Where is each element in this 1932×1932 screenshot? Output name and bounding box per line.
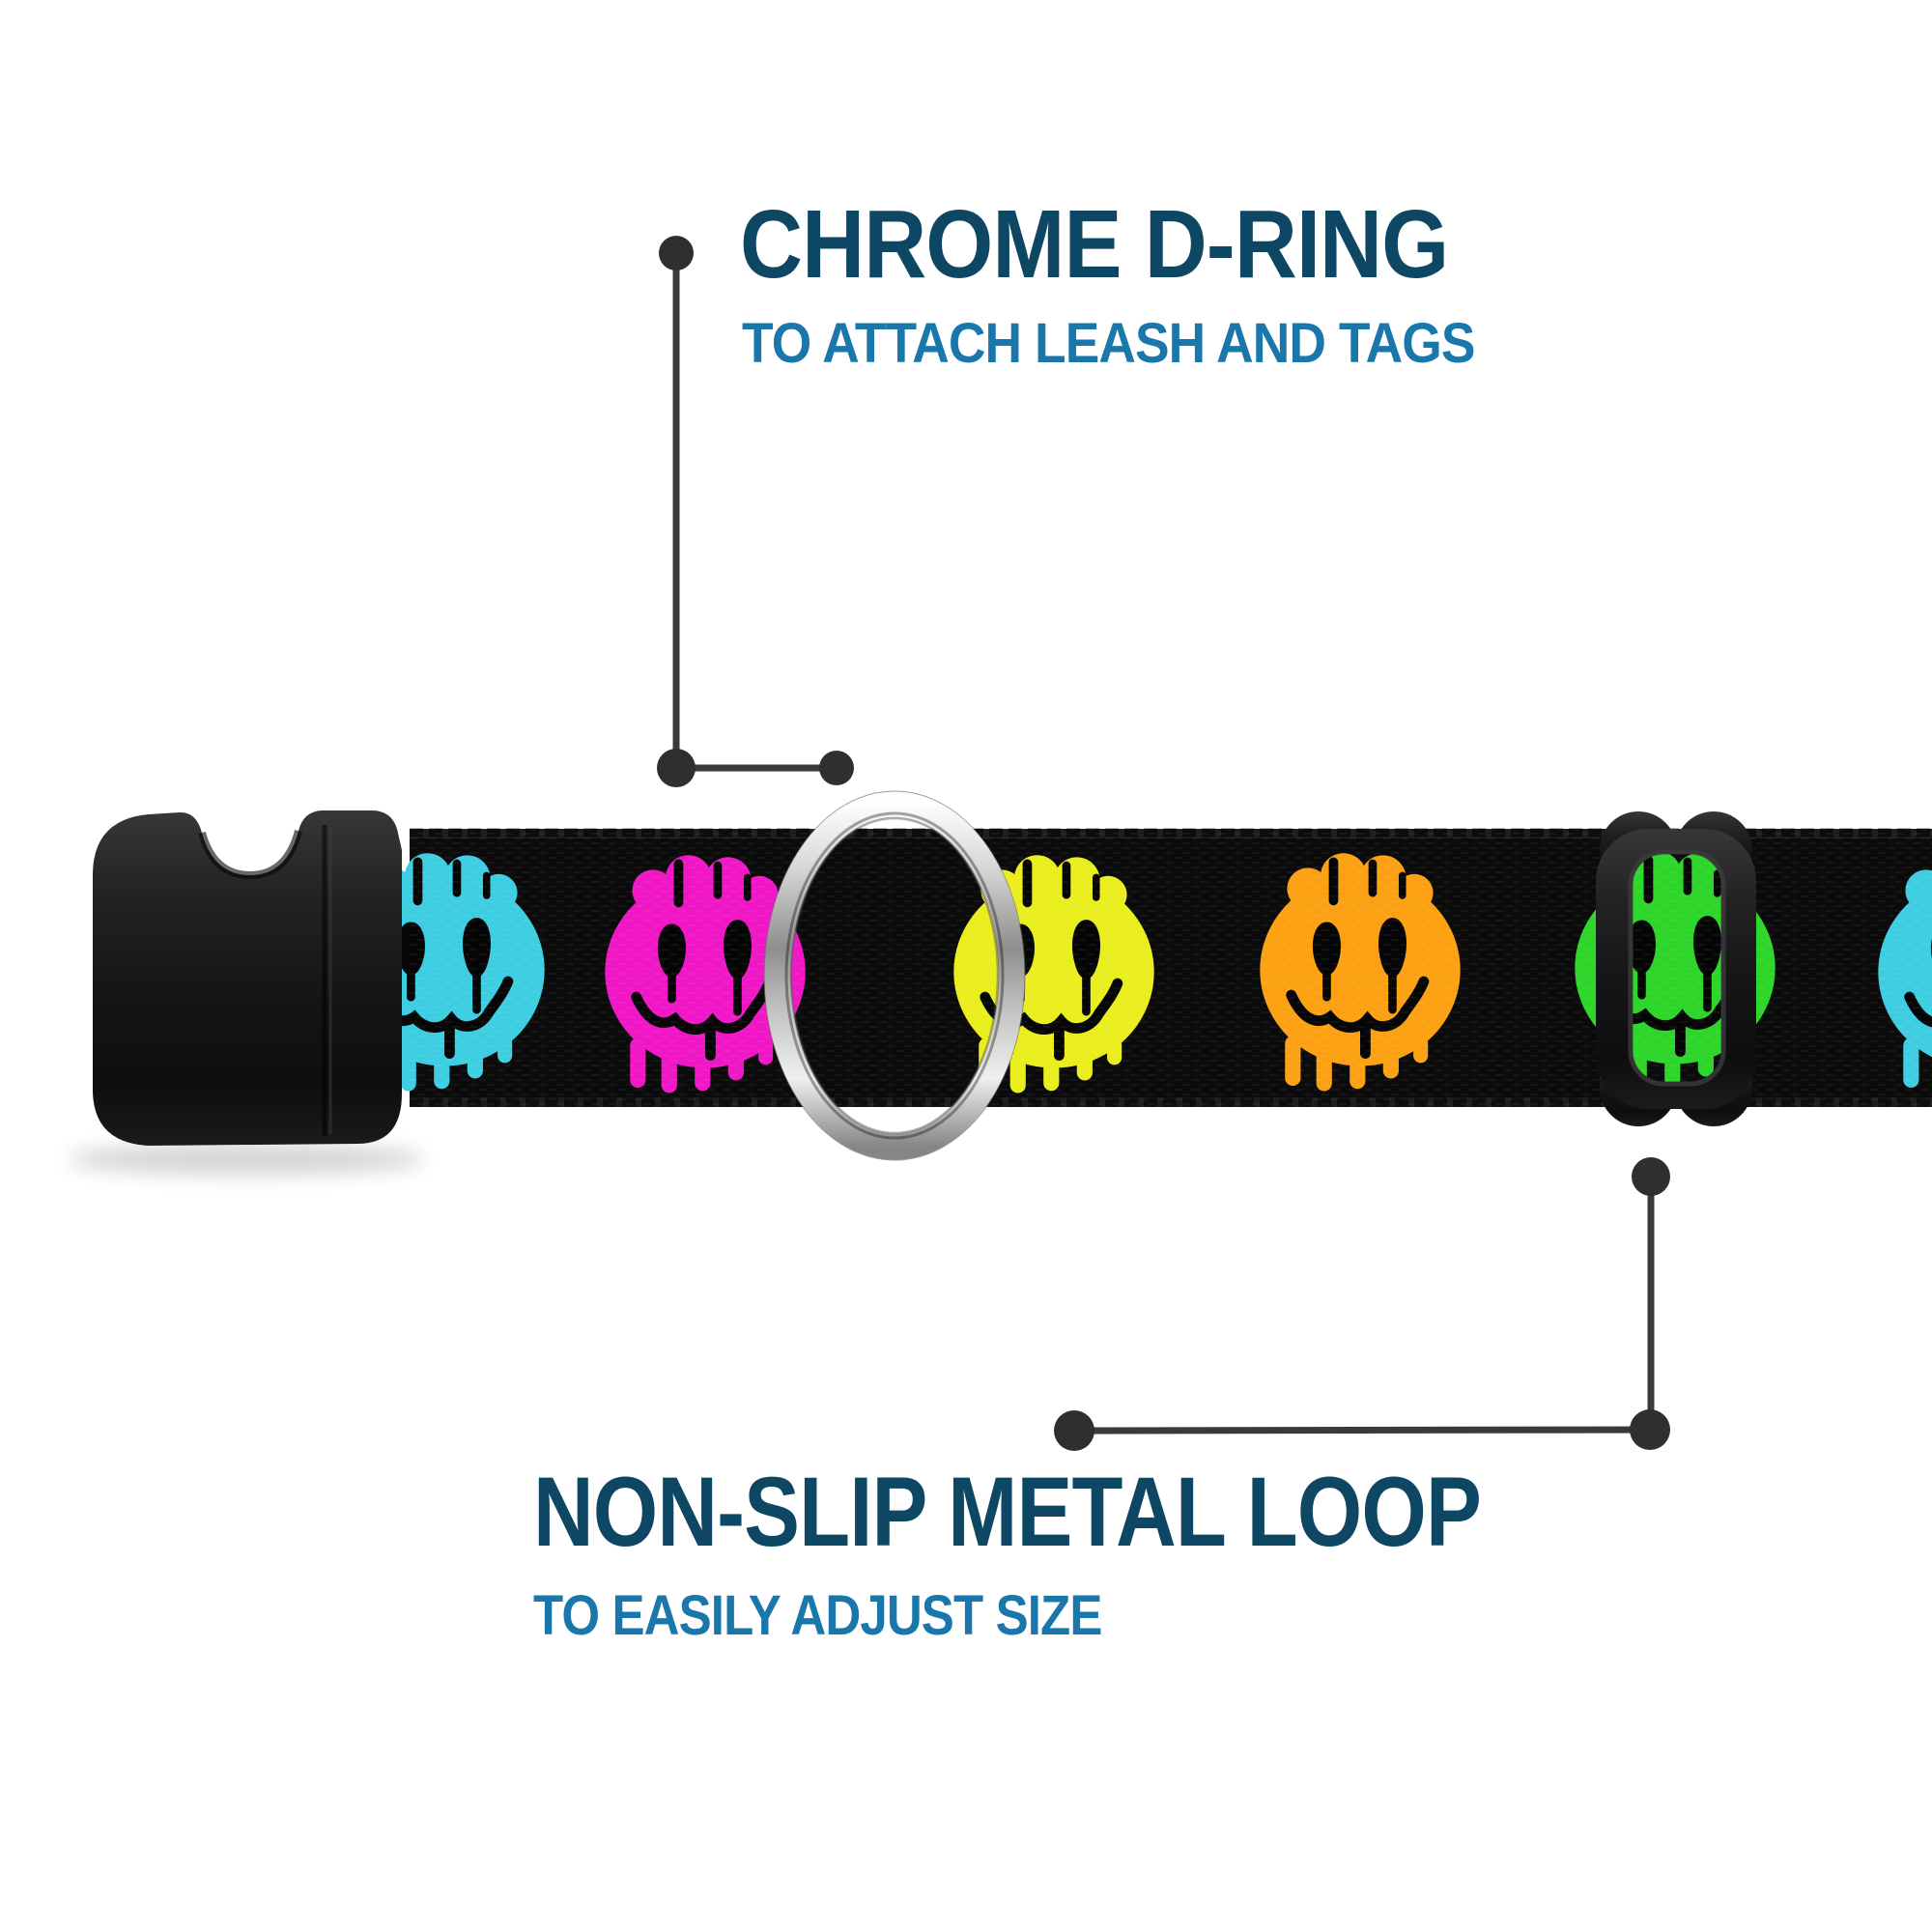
metal-loop-callout-title: NON-SLIP METAL LOOP — [533, 1457, 1482, 1567]
metal-loop-callout-subtitle: TO EASILY ADJUST SIZE — [533, 1584, 1102, 1647]
d-ring-callout-title: CHROME D-RING — [740, 190, 1449, 298]
buckle-shadow — [68, 1143, 425, 1176]
callout-dot — [657, 749, 696, 787]
chrome-d-ring — [763, 790, 1026, 1161]
callout-dot — [659, 236, 694, 270]
callout-connector-metal-loop — [1054, 1157, 1670, 1451]
callout-connector-d-ring — [657, 236, 854, 787]
callout-dot — [1630, 1409, 1670, 1450]
callout-dot — [1632, 1157, 1670, 1196]
callout-dot — [1054, 1410, 1094, 1451]
d-ring-callout-subtitle: TO ATTACH LEASH AND TAGS — [742, 312, 1475, 375]
callout-line — [1073, 1426, 1652, 1435]
tri-glide-slider — [1596, 811, 1756, 1126]
callout-dot — [819, 751, 854, 785]
buckle — [93, 810, 402, 1146]
